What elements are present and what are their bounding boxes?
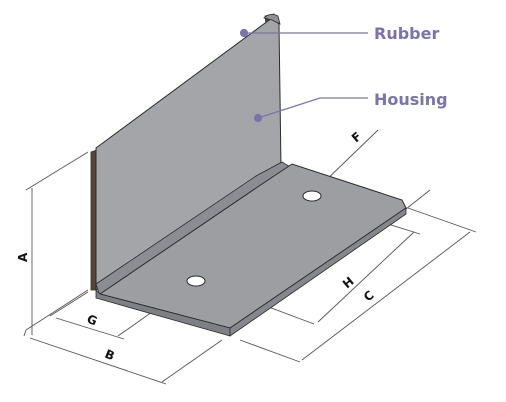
housing-bracket [90, 13, 407, 337]
dimension-label-f: F [349, 129, 364, 145]
dimension-label-c: C [361, 288, 377, 305]
dimension-label-a: A [16, 252, 30, 262]
dimension-label-b: B [103, 347, 117, 363]
callout-leaders [239, 28, 368, 123]
housing-callout-dot [253, 113, 263, 123]
dimension-label-g: G [85, 312, 99, 329]
flange-side-edge [229, 207, 407, 337]
rubber-callout-dot [239, 28, 249, 38]
rubber-label: Rubber [374, 24, 439, 43]
housing-label: Housing [374, 90, 448, 109]
vertical-leg-top-corner [263, 14, 281, 25]
mounting-hole [186, 275, 206, 287]
mounting-hole [302, 190, 322, 202]
